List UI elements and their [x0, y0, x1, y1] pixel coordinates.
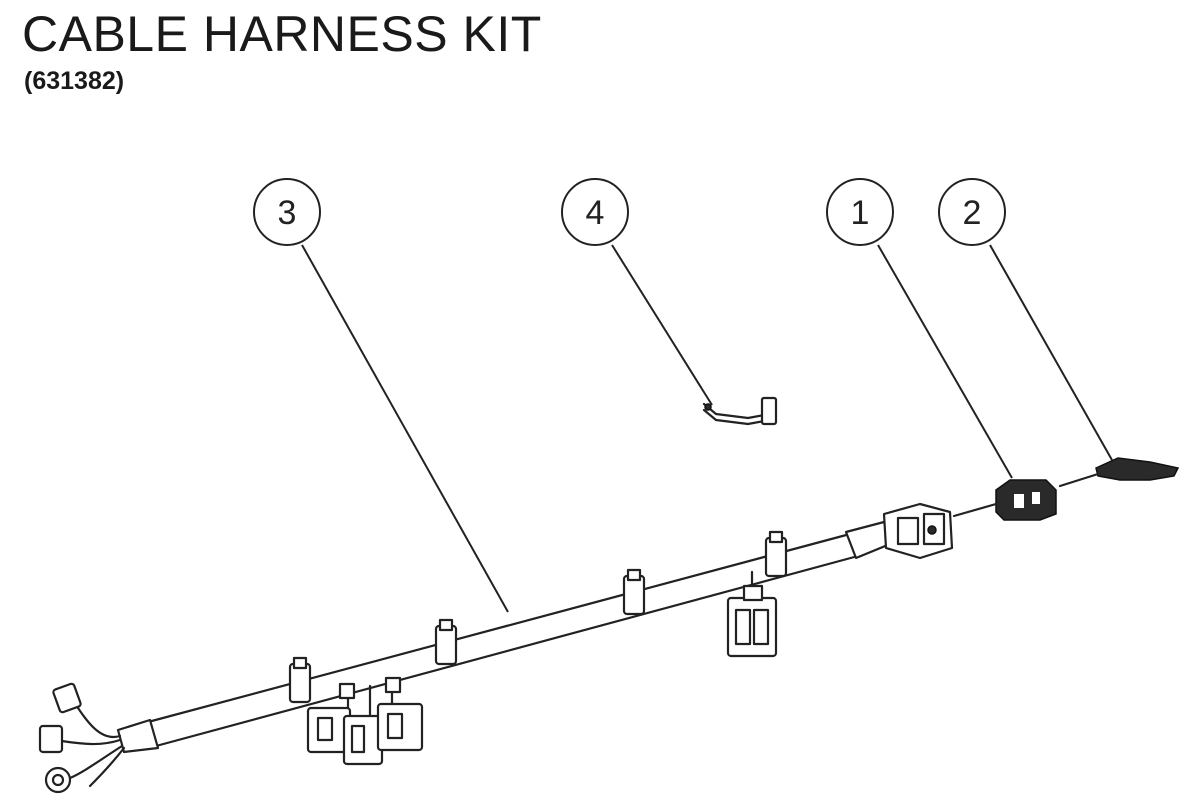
page-title: CABLE HARNESS KIT: [22, 6, 542, 62]
connector-block-part: [952, 479, 1057, 521]
leader-line-4: [611, 244, 713, 406]
callout-label-3: 3: [278, 194, 297, 232]
leader-line-2: [989, 244, 1113, 461]
end-terminal-part: [1058, 457, 1180, 488]
jumper-cable-part: [702, 396, 778, 426]
callout-bubble-1: 1: [826, 178, 894, 246]
callout-label-4: 4: [586, 194, 605, 232]
leader-line-3: [301, 244, 509, 613]
callout-bubble-3: 3: [253, 178, 321, 246]
main-harness-part: [38, 502, 954, 794]
callout-label-1: 1: [851, 194, 870, 232]
callout-bubble-4: 4: [561, 178, 629, 246]
callout-bubble-2: 2: [938, 178, 1006, 246]
leader-line-1: [877, 244, 1013, 479]
part-number: (631382): [24, 67, 125, 95]
callout-label-2: 2: [963, 194, 982, 232]
